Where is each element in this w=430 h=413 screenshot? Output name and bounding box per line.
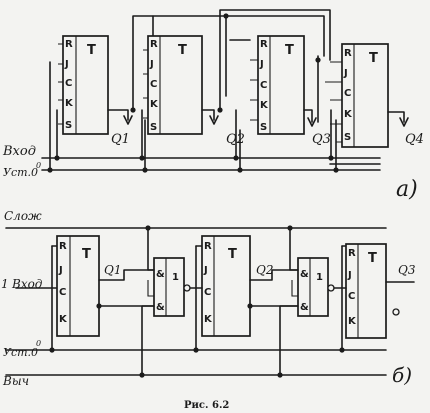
junctions-b	[49, 225, 400, 378]
panel-label-a: а)	[396, 177, 418, 202]
outputs-a: Q1 Q2 Q3 Q4	[107, 109, 424, 147]
flip-flop-b3: R J C K T	[345, 243, 387, 339]
input-label-b: Вход	[11, 277, 43, 291]
pin-c: C	[150, 79, 157, 90]
pin-k: K	[204, 314, 213, 325]
pin-r: R	[150, 39, 158, 50]
pin-c: C	[348, 291, 355, 302]
reset-superscript-a: 0	[36, 161, 41, 170]
pin-j: J	[64, 59, 69, 70]
pin-r: R	[65, 39, 73, 50]
output-label-q3: Q3	[398, 263, 416, 277]
gate-and-pin: &	[300, 302, 309, 313]
panel-label-b: б)	[392, 363, 412, 387]
reset-label-a: Уст.0	[3, 166, 38, 179]
pin-c: C	[344, 88, 351, 99]
pin-j: J	[203, 265, 208, 276]
pin-r: R	[260, 39, 268, 50]
pin-c: C	[204, 287, 211, 298]
pin-s: S	[150, 122, 157, 133]
pin-s: S	[65, 120, 72, 131]
pin-r: R	[348, 248, 356, 259]
pin-j: J	[259, 59, 264, 70]
pin-r: R	[344, 48, 352, 59]
rails-a	[41, 61, 381, 171]
reset-label-b: Уст.0	[3, 346, 38, 359]
pin-j: J	[149, 59, 154, 70]
circuit-a: R J C K S T R J C K S T R J C K	[2, 9, 424, 202]
pin-j: J	[58, 265, 63, 276]
flip-flop-a3: R J C K S T	[250, 35, 305, 135]
output-label-q1: Q1	[111, 132, 130, 147]
pin-k: K	[150, 99, 159, 110]
gate-and-pin: &	[300, 269, 309, 280]
pin-k: K	[348, 316, 357, 327]
junctions-a	[47, 13, 339, 173]
input-prefix-b: 1	[1, 277, 9, 291]
output-label-q2: Q2	[256, 263, 273, 277]
output-label-q1: Q1	[104, 263, 121, 277]
flip-flop-type: T	[178, 43, 187, 58]
signal-wires-b: Q1 Q2 Q3	[98, 263, 416, 307]
sub-label-b: Выч	[2, 374, 29, 388]
gate-symbol: 1	[316, 272, 323, 283]
output-label-q3: Q3	[312, 132, 331, 147]
flip-flop-a1: R J C K S T	[58, 35, 109, 135]
flip-flop-type: T	[228, 247, 237, 262]
flip-flop-type: T	[87, 43, 96, 58]
pin-c: C	[65, 78, 72, 89]
flip-flop-a2: R J C K S T	[143, 35, 203, 135]
input-label-a: Вход	[2, 144, 36, 159]
reset-superscript-b: 0	[36, 339, 41, 348]
pin-j: J	[347, 270, 352, 281]
output-label-q4: Q4	[405, 132, 424, 147]
pin-k: K	[65, 98, 74, 109]
figure-caption: Рис. 6.2	[184, 400, 229, 411]
pin-r: R	[204, 241, 212, 252]
output-label-q2: Q2	[226, 132, 245, 147]
pin-c: C	[260, 80, 267, 91]
pin-k: K	[344, 109, 353, 120]
flip-flop-type: T	[285, 43, 294, 58]
pin-j: J	[343, 68, 348, 79]
logic-gate-b2: & & 1	[297, 257, 335, 317]
pin-k: K	[59, 314, 68, 325]
pin-k: K	[260, 100, 269, 111]
gate-and-pin: &	[156, 269, 165, 280]
logic-gate-b1: & & 1	[153, 257, 191, 317]
flip-flop-a4: R J C K S T	[325, 43, 389, 148]
circuit-b: R J C K T & & 1 R J C K T	[1, 209, 416, 388]
pin-s: S	[344, 132, 351, 143]
flip-flop-b1: R J C K T	[56, 235, 100, 337]
flip-flop-type: T	[368, 251, 377, 266]
gate-symbol: 1	[172, 272, 179, 283]
gate-and-pin: &	[156, 302, 165, 313]
pin-s: S	[260, 122, 267, 133]
flip-flop-type: T	[369, 51, 378, 66]
pin-c: C	[59, 287, 66, 298]
flip-flop-b2: R J C K T	[201, 235, 251, 337]
flip-flop-type: T	[82, 247, 91, 262]
add-label-b: Слож	[4, 209, 42, 223]
pin-r: R	[59, 241, 67, 252]
